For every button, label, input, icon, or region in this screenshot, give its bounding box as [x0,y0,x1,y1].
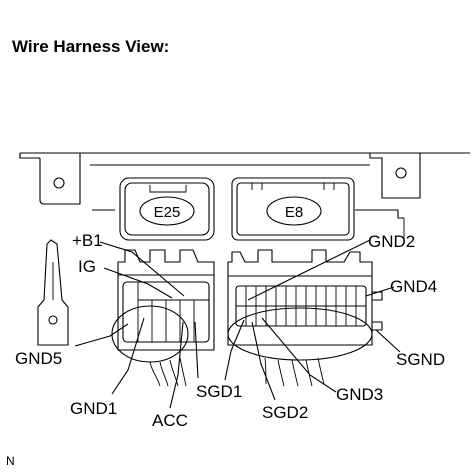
pin-label-sgd1: SGD1 [196,382,242,401]
pin-label-b1: +B1 [72,231,103,250]
pin-label-gnd1: GND1 [70,399,117,418]
pin-label-gnd4: GND4 [390,277,437,296]
pin-label-gnd5: GND5 [15,349,62,368]
pin-label-acc: ACC [152,411,188,430]
side-clip [19,153,69,346]
pin-label-gnd3: GND3 [336,385,383,404]
pin-label-sgd2: SGD2 [262,403,308,422]
pin-label-sgnd: SGND [396,350,445,369]
diagram-title: Wire Harness View: [12,37,169,56]
harness-plug-right [227,249,383,361]
ecu-housing [19,152,470,238]
pin-label-gnd2: GND2 [368,232,415,251]
leader-lines [74,239,401,409]
connector-e8-label: E8 [285,204,303,221]
corner-mark: N [6,454,15,468]
connector-socket-e25: E25 [119,177,215,241]
pin-label-ig: IG [78,257,96,276]
connector-e25-label: E25 [154,204,181,221]
harness-plug-left [111,249,215,363]
connector-socket-e8: E8 [231,177,355,241]
